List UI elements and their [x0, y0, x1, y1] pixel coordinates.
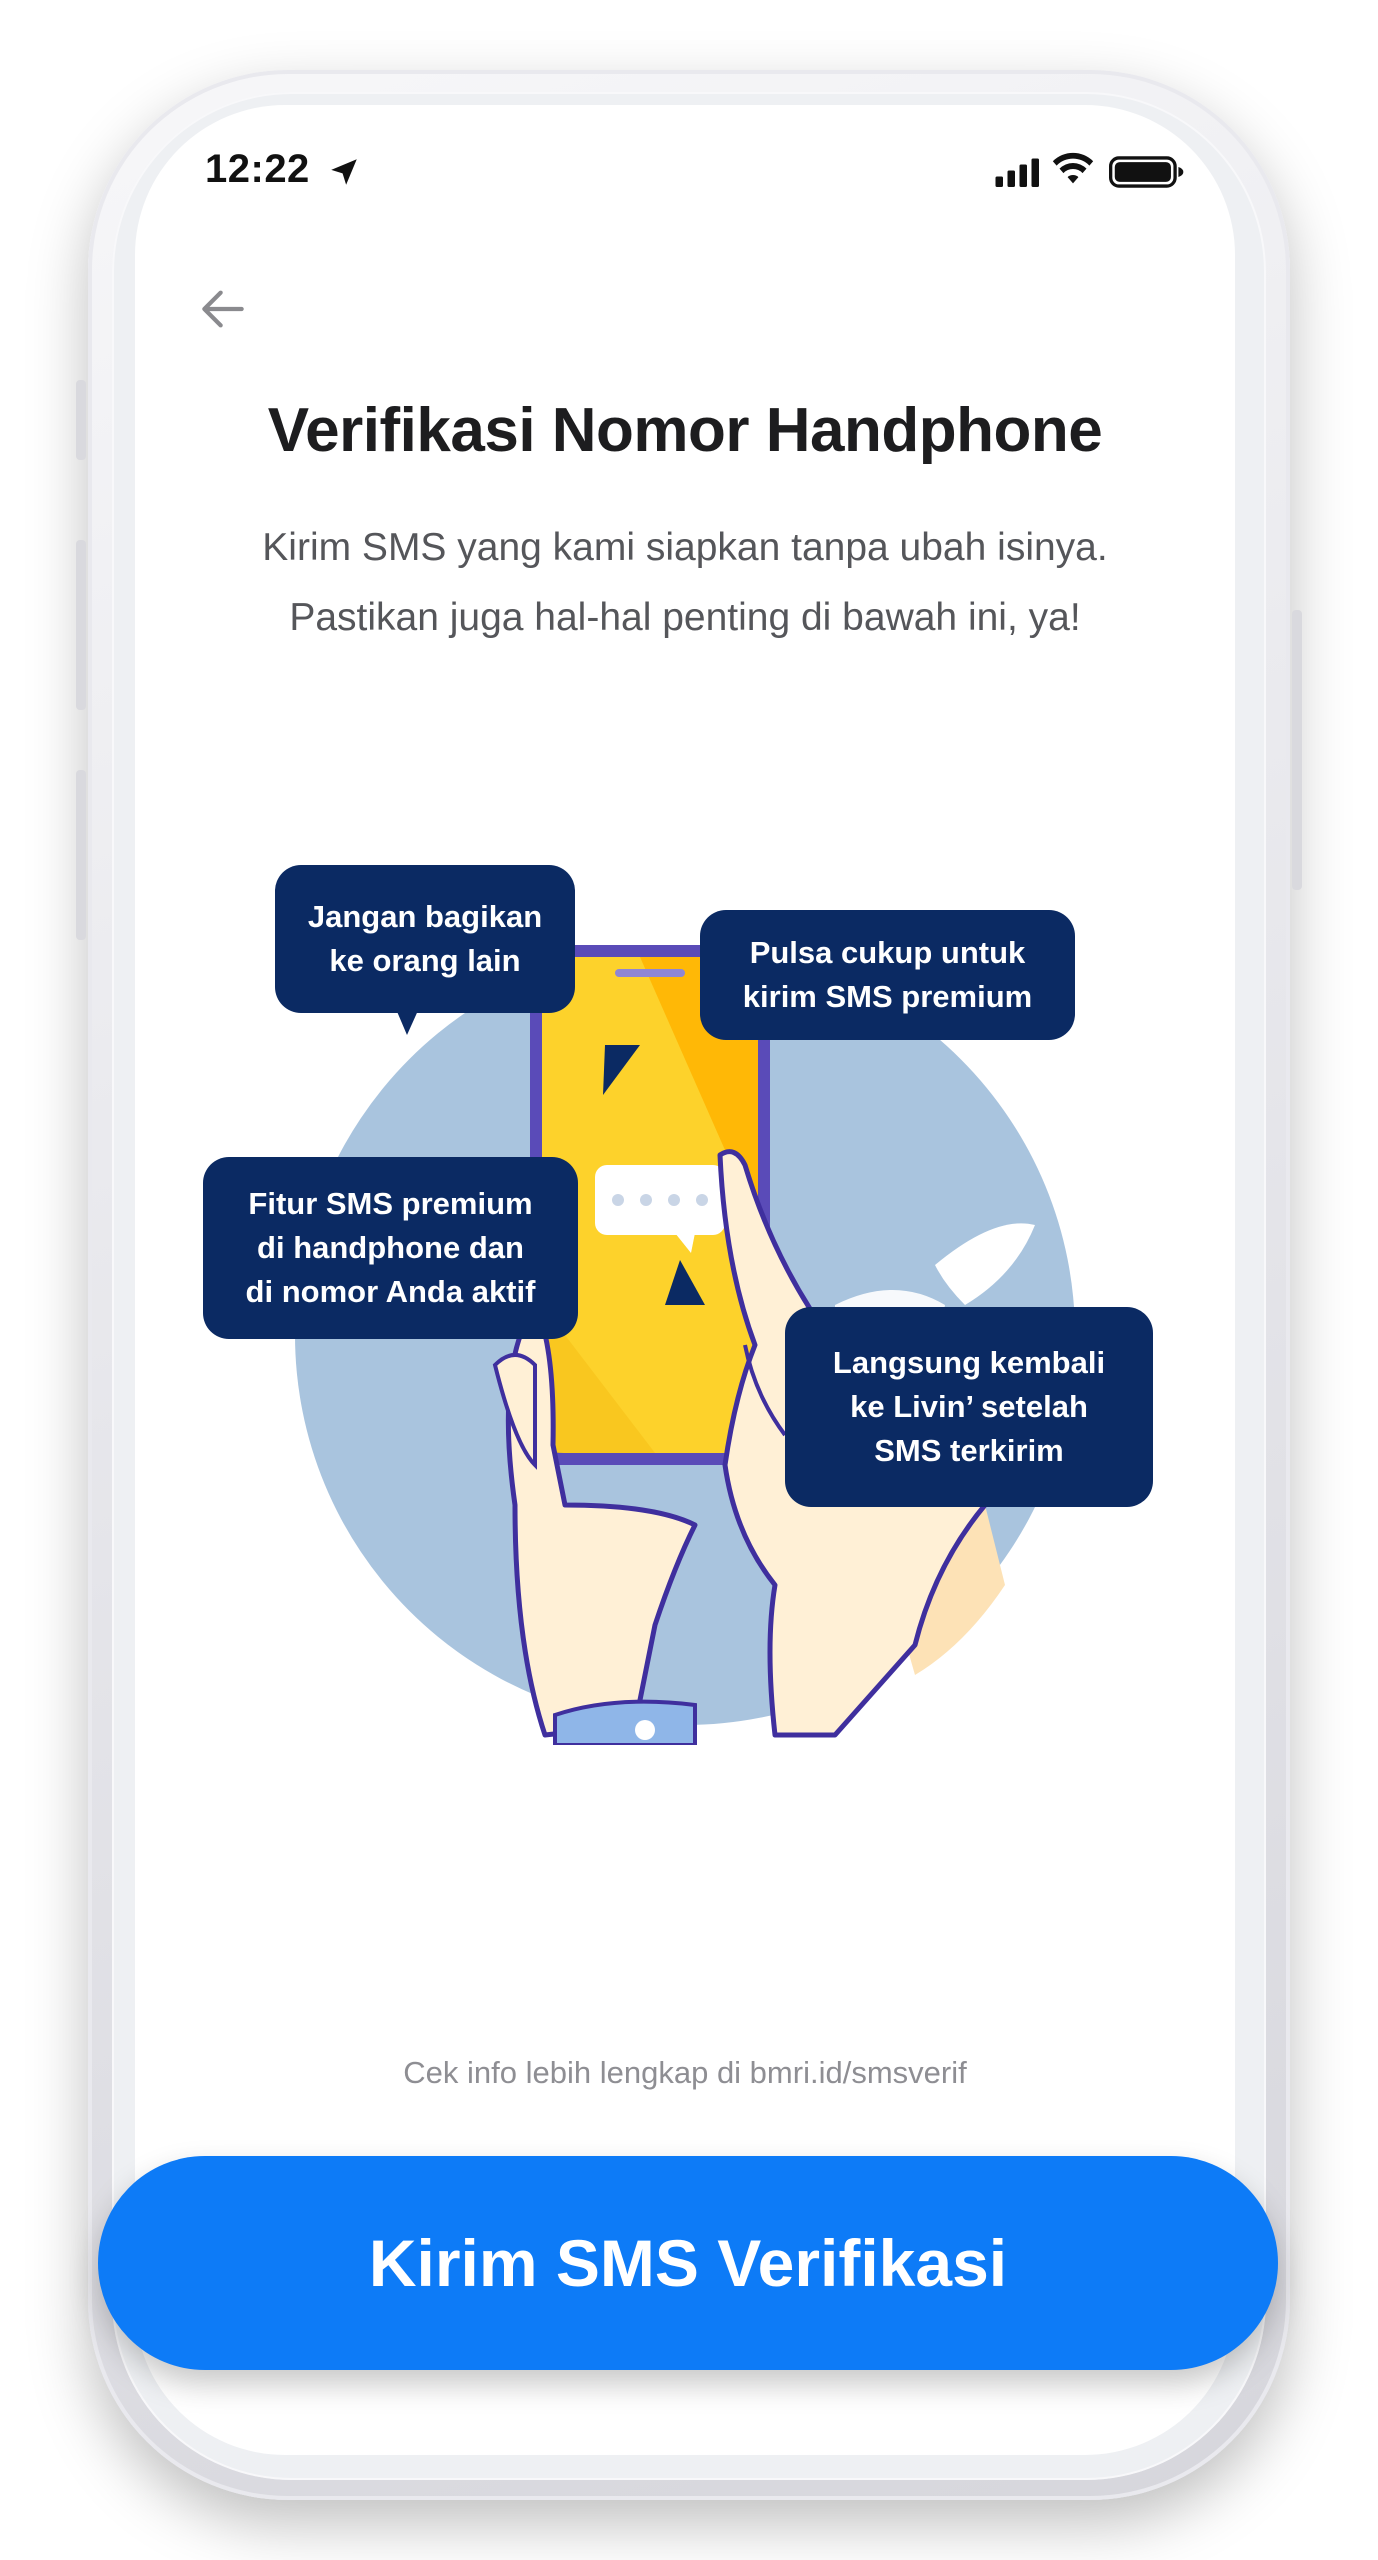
- tip-bubble-line: kirim SMS premium: [742, 979, 1033, 1014]
- tip-bubble-line: ke Livin’ setelah: [850, 1389, 1088, 1424]
- tip-bubble-line: Langsung kembali: [832, 1345, 1106, 1380]
- description-line: Kirim SMS yang kami siapkan tanpa ubah i…: [262, 526, 1108, 569]
- phone-side-button: [76, 380, 86, 460]
- tip-bubble-enough-credit: Pulsa cukup untuk kirim SMS premium: [700, 910, 1075, 1040]
- tip-bubble-line: Pulsa cukup untuk: [749, 935, 1026, 970]
- location-arrow-icon: [331, 159, 357, 185]
- phone-volume-down-button: [76, 770, 86, 940]
- status-bar: 12:22: [135, 105, 1235, 225]
- battery-icon: [1109, 156, 1184, 188]
- page-description: Kirim SMS yang kami siapkan tanpa ubah i…: [175, 513, 1195, 653]
- page-title: Verifikasi Nomor Handphone: [267, 396, 1103, 465]
- send-sms-verification-button[interactable]: Kirim SMS Verifikasi: [98, 2156, 1278, 2370]
- phone-power-button: [1292, 610, 1302, 890]
- wifi-icon: [1052, 152, 1094, 184]
- tip-bubble-return-to-livin: Langsung kembali ke Livin’ setelah SMS t…: [785, 1307, 1153, 1507]
- hand-holding-phone-illustration: [295, 945, 1075, 1745]
- tip-bubble-line: Jangan bagikan: [307, 899, 543, 934]
- tip-bubble-line: di handphone dan: [257, 1230, 524, 1265]
- tip-bubble-line: di nomor Anda aktif: [245, 1274, 536, 1309]
- phone-screen: 12:22 Verifikasi Nomor Handphone Kirim S…: [135, 105, 1235, 2455]
- tip-bubble-line: ke orang lain: [329, 943, 521, 978]
- status-time: 12:22: [205, 147, 310, 191]
- description-line: Pastikan juga hal-hal penting di bawah i…: [289, 596, 1081, 639]
- tip-bubble-line: SMS terkirim: [874, 1433, 1064, 1468]
- sms-illustration: Jangan bagikan ke orang lain Pulsa cukup…: [135, 745, 1235, 1745]
- phone-volume-up-button: [76, 540, 86, 710]
- back-button[interactable]: [183, 269, 263, 349]
- info-link[interactable]: Cek info lebih lengkap di bmri.id/smsver…: [403, 2055, 967, 2090]
- tip-bubble-line: Fitur SMS premium: [248, 1186, 533, 1221]
- tip-bubble-premium-sms-active: Fitur SMS premium di handphone dan di no…: [203, 1157, 578, 1339]
- tip-bubble-dont-share: Jangan bagikan ke orang lain: [275, 865, 575, 1013]
- cellular-signal-icon: [995, 158, 1039, 187]
- arrow-left-icon: [202, 290, 244, 328]
